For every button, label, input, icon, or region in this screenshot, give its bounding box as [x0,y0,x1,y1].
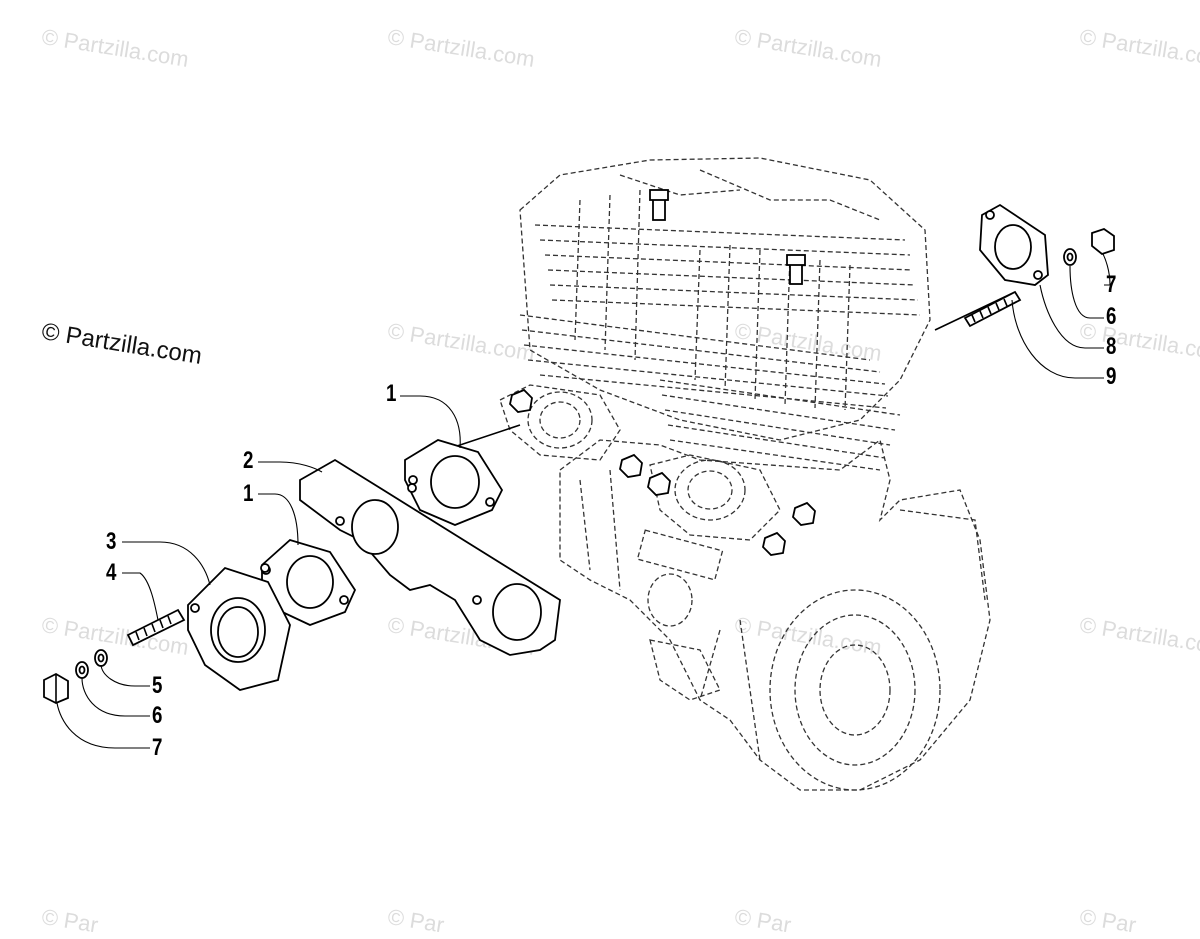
right-fastener-group [934,203,1115,331]
callout-1-mid: 1 [243,480,254,507]
callout-8: 8 [1106,333,1117,360]
callout-5: 5 [152,672,163,699]
callout-7-left: 7 [152,734,163,761]
callout-6-left: 6 [152,702,163,729]
engine-fasteners [509,189,816,556]
stud-4 [126,608,186,647]
callout-2: 2 [243,447,254,474]
left-fastener-group [43,563,291,704]
callout-1-top: 1 [386,380,397,407]
callout-7-right: 7 [1106,271,1117,298]
callout-leaders [56,253,1111,749]
nut-right [1091,228,1115,256]
callout-4: 4 [106,559,117,586]
callout-3: 3 [106,528,117,555]
engine-block-ghost [499,157,991,791]
callout-9: 9 [1106,363,1117,390]
manifold-gaskets [261,424,561,656]
stud-right [963,290,1022,328]
callout-6-right: 6 [1106,303,1117,330]
